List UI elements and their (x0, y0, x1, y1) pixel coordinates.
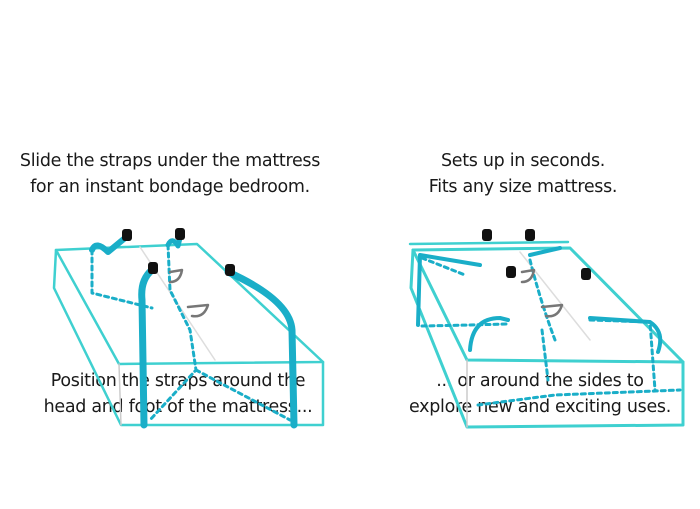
caption-top-right: Sets up in seconds. Fits any size mattre… (353, 148, 693, 200)
caption-line: Fits any size mattress. (428, 177, 618, 197)
caption-line: ... or around the sides to (436, 371, 644, 391)
caption-bottom-right: ... or around the sides to explore new a… (370, 368, 700, 420)
caption-line: Slide the straps under the mattress (19, 151, 321, 171)
cuff-icon (175, 228, 185, 240)
caption-line: explore new and exciting uses. (409, 397, 671, 417)
cuff-icon (525, 229, 535, 241)
caption-line: for an instant bondage bedroom. (30, 177, 310, 197)
cuff-icon (148, 262, 158, 274)
caption-line: Position the straps around the (50, 371, 306, 391)
cuff-icon (581, 268, 591, 280)
mattress-left-illustration (52, 228, 325, 429)
cuff-icon (482, 229, 492, 241)
caption-line: Sets up in seconds. (440, 151, 606, 171)
caption-top-left: Slide the straps under the mattress for … (0, 148, 340, 200)
cuff-icon (225, 264, 235, 276)
cuff-icon (122, 229, 132, 241)
cuff-icon (506, 266, 516, 278)
mattress-right-illustration (408, 229, 685, 429)
